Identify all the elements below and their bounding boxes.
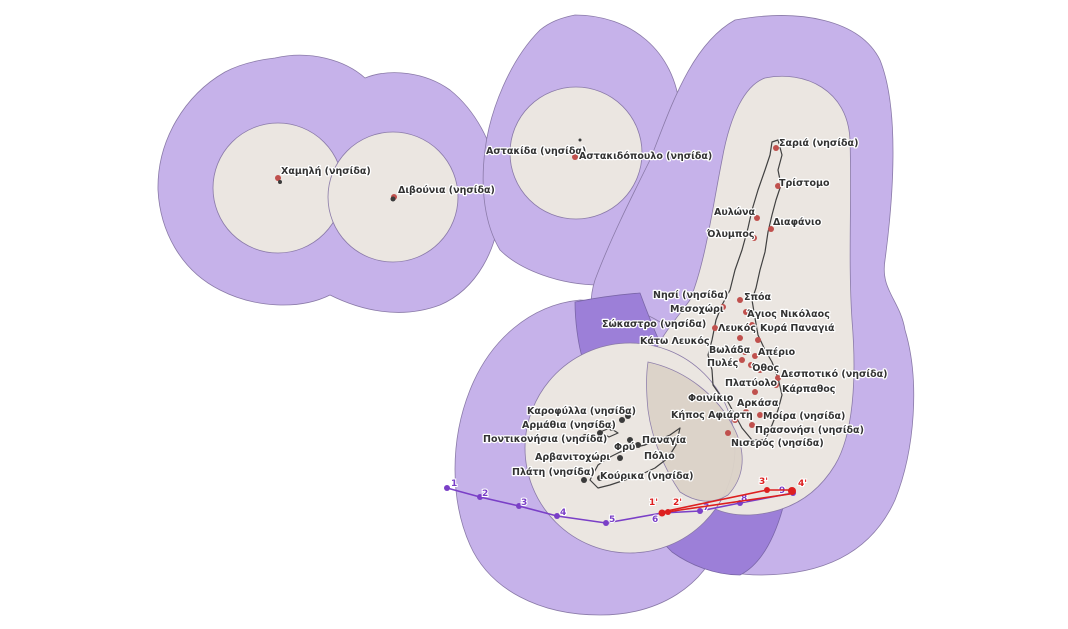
label-agios-nikolaos: Άγιος Νικόλαος bbox=[747, 309, 830, 320]
settlements-kasos bbox=[278, 138, 649, 483]
label-astakidopoulo: Αστακιδόπουλο (νησίδα) bbox=[579, 151, 712, 162]
route-purple: 1 2 3 4 5 6 7 8 9 bbox=[444, 478, 796, 526]
coastlines bbox=[589, 139, 783, 489]
label-pyles: Πυλές bbox=[707, 358, 738, 369]
label-saria: Σαριά (νησίδα) bbox=[779, 138, 858, 149]
label-sokastro: Σώκαστρο (νησίδα) bbox=[602, 319, 706, 330]
label-plati: Πλάτη (νησίδα) bbox=[512, 467, 595, 478]
route-purple-label: 5 bbox=[609, 515, 615, 525]
label-nisi: Νησί (νησίδα) bbox=[653, 290, 728, 301]
label-pontikonisia: Ποντικονήσια (νησίδα) bbox=[483, 434, 607, 445]
label-kipos-afiarti: Κήπος Αφιάρτη bbox=[671, 410, 753, 421]
kasos-coastline bbox=[589, 427, 681, 489]
route-purple-label: 1 bbox=[451, 479, 457, 489]
label-diafanio: Διαφάνιο bbox=[773, 217, 822, 228]
islet-zone-chamili bbox=[212, 122, 344, 254]
label-polio: Πόλιο bbox=[644, 451, 675, 462]
route-purple-label: 6 bbox=[652, 515, 658, 525]
route-red-label: 2' bbox=[673, 498, 682, 508]
route-purple-point[interactable] bbox=[516, 503, 522, 509]
label-kyra-panagia: Κυρά Παναγιά bbox=[760, 323, 835, 334]
route-purple-point[interactable] bbox=[554, 513, 560, 519]
label-astakida: Αστακίδα (νησίδα) bbox=[486, 146, 586, 157]
route-red-label: 1' bbox=[649, 498, 658, 508]
route-purple-point[interactable] bbox=[603, 520, 609, 526]
label-avlona: Αυλώνα bbox=[714, 207, 756, 218]
route-purple-label: 4 bbox=[560, 508, 566, 518]
label-arkasa: Αρκάσα bbox=[737, 398, 779, 409]
route-purple-label: 7 bbox=[703, 503, 709, 513]
armathia-coast bbox=[599, 427, 619, 438]
label-kourika: Κούρικα (νησίδα) bbox=[600, 471, 693, 482]
route-purple-label: 2 bbox=[482, 489, 488, 499]
route-purple-point[interactable] bbox=[697, 508, 703, 514]
karpathos-labels: Σαριά (νησίδα) Τρίστομο Αυλώνα Διαφάνιο … bbox=[601, 137, 889, 451]
label-kato-lefkos: Κάτω Λευκός bbox=[640, 336, 709, 347]
route-red-label: 4' bbox=[798, 479, 807, 489]
label-othos: Όθος bbox=[751, 363, 779, 374]
label-mesochori: Μεσοχώρι bbox=[670, 304, 724, 315]
label-niseros: Νισερός (νησίδα) bbox=[731, 438, 824, 449]
route-purple-label: 9 bbox=[779, 486, 785, 496]
islet-labels: Χαμηλή (νησίδα) Διβούνια (νησίδα) Αστακί… bbox=[280, 145, 714, 198]
label-volada: Βωλάδα bbox=[709, 345, 751, 356]
route-red-point[interactable] bbox=[665, 509, 671, 515]
islet-zone-astakida bbox=[509, 86, 643, 220]
land-overlap bbox=[646, 361, 743, 502]
label-foinikio: Φοινίκιο bbox=[688, 393, 734, 404]
route-purple-point[interactable] bbox=[477, 494, 483, 500]
route-red: 1' 2' 3' 4' bbox=[648, 476, 808, 517]
label-lefkos: Λευκός bbox=[718, 323, 756, 334]
route-red-point[interactable] bbox=[764, 487, 770, 493]
label-aperio: Απέριο bbox=[758, 347, 796, 358]
label-arvanitochori: Αρβανιτοχώρι bbox=[535, 452, 610, 463]
label-fry: Φρύ bbox=[614, 442, 635, 453]
route-red-point[interactable] bbox=[658, 509, 666, 517]
label-panagia: Παναγία bbox=[642, 435, 687, 446]
settlements-karpathos bbox=[275, 145, 781, 436]
kasos-labels: Καροφύλλα (νησίδα) Αρμάθια (νησίδα) Ποντ… bbox=[482, 405, 695, 484]
label-spoa: Σπόα bbox=[744, 292, 772, 303]
land-zones bbox=[212, 75, 855, 554]
label-platyolo: Πλατύολο bbox=[725, 378, 778, 389]
karpathos-coastline bbox=[707, 139, 783, 441]
route-purple-point[interactable] bbox=[444, 485, 450, 491]
route-red-label: 3' bbox=[759, 477, 768, 487]
label-divounia: Διβούνια (νησίδα) bbox=[398, 185, 495, 196]
label-armathia: Αρμάθια (νησίδα) bbox=[522, 420, 616, 431]
label-tristomo: Τρίστομο bbox=[779, 178, 830, 189]
label-moira: Μοίρα (νησίδα) bbox=[763, 411, 845, 422]
label-despotiko: Δεσποτικό (νησίδα) bbox=[781, 369, 888, 380]
label-prasonisi: Πρασονήσι (νησίδα) bbox=[755, 425, 864, 436]
label-karpathos: Κάρπαθος bbox=[782, 384, 835, 395]
route-red-point[interactable] bbox=[788, 487, 796, 495]
label-karofylla: Καροφύλλα (νησίδα) bbox=[527, 406, 636, 417]
route-purple-label: 3 bbox=[521, 498, 527, 508]
label-olympos: Όλυμπος bbox=[706, 229, 755, 240]
route-purple-label: 8 bbox=[741, 494, 747, 504]
label-chamili: Χαμηλή (νησίδα) bbox=[281, 166, 371, 177]
